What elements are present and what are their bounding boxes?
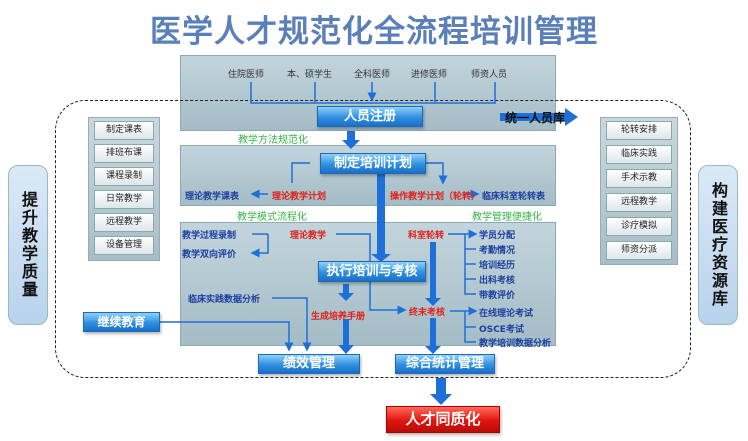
theory-plan: 理论教学计划 — [272, 192, 327, 202]
left-label: 提升教学质量 — [8, 165, 48, 325]
continuing-edu-button[interactable]: 继续教育 — [83, 312, 160, 332]
right-item[interactable]: 师资分派 — [606, 241, 672, 260]
handbook: 生成培养手册 — [311, 312, 366, 322]
left-item[interactable]: 制定课表 — [94, 121, 154, 140]
performance-button[interactable]: 绩效管理 — [258, 354, 360, 374]
unified-db-label: 统一人员库 — [505, 111, 566, 125]
page-title: 医学人才规范化全流程培训管理 — [150, 14, 598, 50]
right-item[interactable]: 轮转安排 — [606, 121, 672, 140]
left-item[interactable]: 日常教学 — [94, 190, 154, 209]
right-item[interactable]: 手术示教 — [606, 169, 672, 188]
two-way-eval: 教学双向评价 — [182, 250, 237, 260]
rotation-item: 带教评价 — [479, 291, 516, 301]
source-visiting: 进修医师 — [411, 70, 448, 80]
theory-schedule: 理论教学课表 — [185, 192, 240, 202]
rotation-item: 培训经历 — [479, 261, 516, 271]
source-gp: 全科医师 — [354, 70, 391, 80]
final-item: 在线理论考试 — [479, 309, 534, 319]
final-item: OSCE考试 — [479, 325, 524, 335]
source-faculty: 师资人员 — [471, 70, 508, 80]
method-label: 教学方法规范化 — [238, 135, 308, 146]
result-button[interactable]: 人才同质化 — [386, 406, 500, 433]
theory-teaching: 理论教学 — [290, 231, 327, 241]
rotation-item: 考勤情况 — [479, 246, 516, 256]
register-button[interactable]: 人员注册 — [317, 106, 423, 127]
rotation-item: 出科考核 — [479, 276, 516, 286]
right-label: 构建医疗资源库 — [698, 165, 738, 325]
plan-button[interactable]: 制定培训计划 — [320, 153, 426, 174]
execute-panel — [180, 222, 556, 346]
process-record: 教学过程录制 — [182, 231, 237, 241]
stats-button[interactable]: 综合统计管理 — [395, 354, 495, 374]
right-item[interactable]: 诊疗模拟 — [606, 217, 672, 236]
right-item[interactable]: 远程教学 — [606, 193, 672, 212]
source-students: 本、硕学生 — [287, 70, 333, 80]
left-item[interactable]: 远程教学 — [94, 213, 154, 232]
left-panel: 制定课表 排班布课 课程录制 日常教学 远程教学 设备管理 — [88, 117, 160, 261]
right-panel: 轮转安排 临床实践 手术示教 远程教学 诊疗模拟 师资分派 — [600, 117, 678, 265]
left-item[interactable]: 排班布课 — [94, 144, 154, 163]
mgmt-label: 教学管理便捷化 — [472, 212, 542, 223]
left-item[interactable]: 设备管理 — [94, 236, 154, 255]
practice-plan: 操作教学计划（轮转） — [390, 192, 481, 202]
right-item[interactable]: 临床实践 — [606, 145, 672, 164]
clinical-analysis: 临床实践数据分析 — [188, 295, 261, 305]
final-exam: 终末考核 — [409, 308, 446, 318]
source-resident: 住院医师 — [228, 70, 265, 80]
mode-label: 教学模式流程化 — [237, 212, 307, 223]
rotation-item: 学员分配 — [479, 231, 516, 241]
final-item: 教学培训数据分析 — [479, 339, 552, 349]
left-item[interactable]: 课程录制 — [94, 167, 154, 186]
dept-rotation: 科室轮转 — [408, 231, 445, 241]
rotation-table: 临床科室轮转表 — [482, 192, 546, 202]
execute-button[interactable]: 执行培训与考核 — [318, 261, 426, 282]
